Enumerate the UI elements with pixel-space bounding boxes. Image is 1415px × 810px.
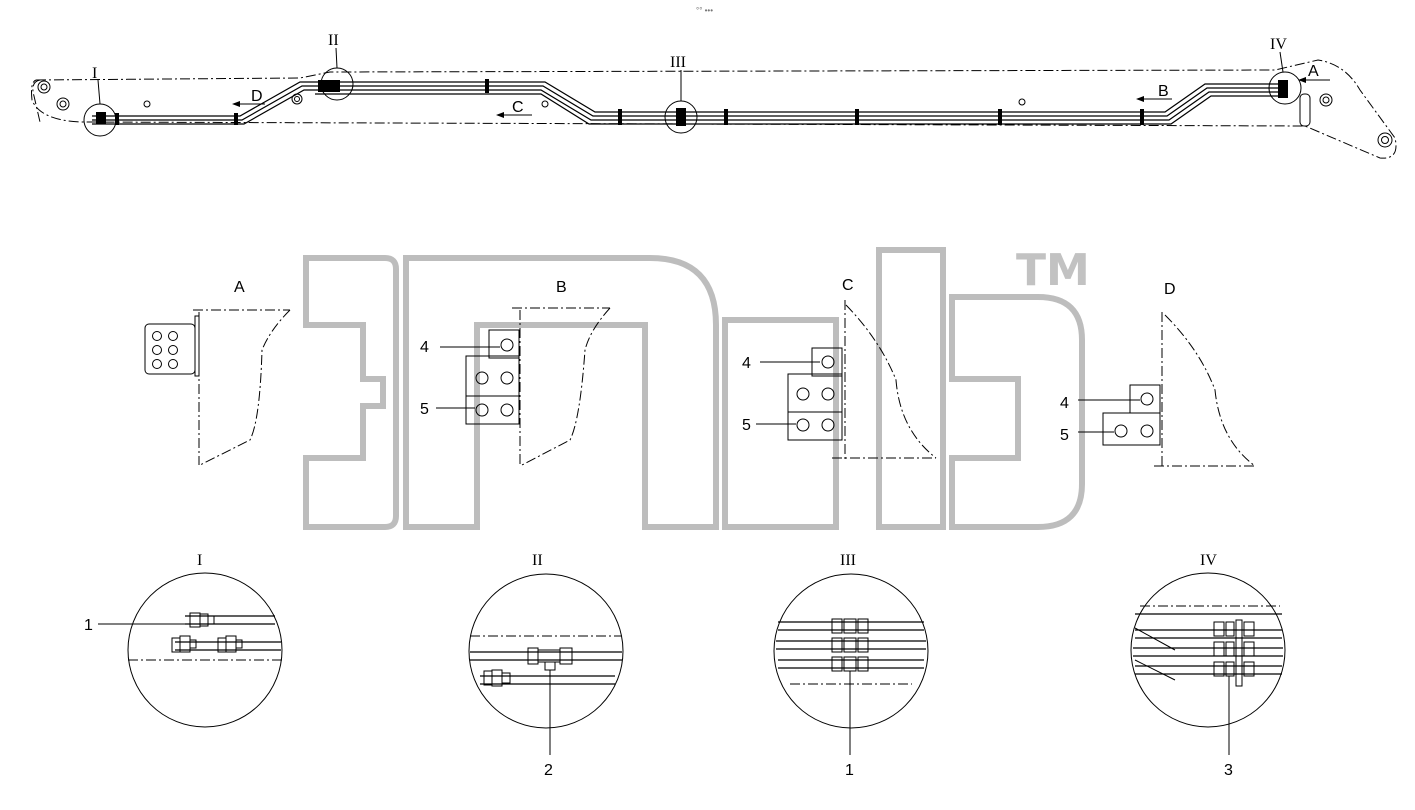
detail-label-II: II — [328, 32, 339, 49]
pipe-bundle — [92, 79, 1288, 126]
view-arrow-A: A — [1298, 63, 1330, 83]
section-view-A: A — [144, 279, 291, 466]
pin-hole-right — [1299, 93, 1393, 148]
trademark-mark: TM — [1016, 245, 1090, 296]
part-label-4-D: 4 — [1060, 395, 1069, 412]
section-view-B: B 4 5 — [420, 279, 611, 466]
part-label-4-B: 4 — [420, 339, 429, 356]
part-label-2-II: 2 — [544, 762, 553, 779]
detail-marker-IV[interactable] — [1268, 71, 1302, 105]
svg-text:A: A — [1308, 63, 1319, 80]
pin-hole-left — [37, 80, 1026, 111]
detail-view-III: III 1 — [773, 552, 929, 779]
svg-text:IV: IV — [1200, 552, 1217, 569]
view-title-C: C — [842, 277, 854, 294]
part-label-1-III: 1 — [845, 762, 854, 779]
section-view-D: D 4 5 — [1060, 281, 1256, 468]
part-label-5-B: 5 — [420, 401, 429, 418]
svg-text:C: C — [512, 99, 524, 116]
svg-text:B: B — [1158, 83, 1169, 100]
detail-label-IV: IV — [1270, 36, 1287, 53]
detail-label-III: III — [670, 54, 686, 71]
view-title-D: D — [1164, 281, 1176, 298]
view-arrow-C: C — [496, 99, 532, 118]
part-label-1-I: 1 — [84, 617, 93, 634]
svg-text:D: D — [251, 88, 263, 105]
view-arrow-B: B — [1136, 83, 1172, 102]
view-title-A: A — [234, 279, 245, 296]
svg-text:III: III — [840, 552, 856, 569]
svg-text:I: I — [197, 552, 202, 569]
boom-overview: I II III IV D C B A — [31, 32, 1397, 159]
detail-view-II: II 2 — [468, 552, 624, 779]
part-label-5-C: 5 — [742, 417, 751, 434]
detail-label-I: I — [92, 65, 97, 82]
section-view-C: C 4 5 — [742, 277, 937, 460]
view-arrow-D: D — [232, 88, 265, 107]
svg-text:II: II — [532, 552, 543, 569]
epc-logo-watermark: TM — [303, 245, 1090, 530]
view-title-B: B — [556, 279, 567, 296]
part-label-5-D: 5 — [1060, 427, 1069, 444]
part-label-4-C: 4 — [742, 355, 751, 372]
part-label-3-IV: 3 — [1224, 762, 1233, 779]
toolbar-dots[interactable]: °° ••• — [696, 6, 713, 15]
detail-view-I: I 1 — [84, 552, 283, 728]
detail-view-IV: IV 3 — [1130, 552, 1286, 779]
